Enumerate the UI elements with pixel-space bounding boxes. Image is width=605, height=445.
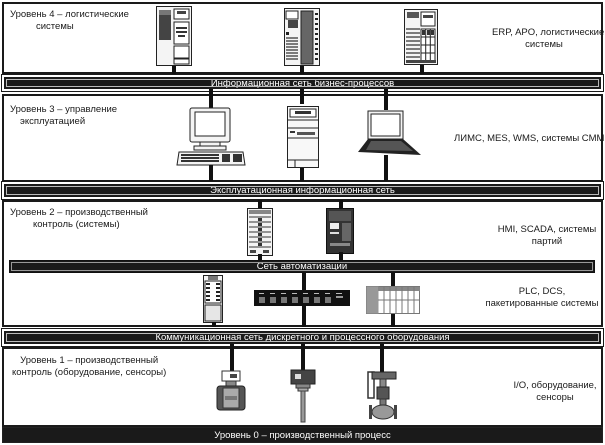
business-network-bus: Информационная сеть бизнес-процессов bbox=[4, 77, 601, 89]
level3-label-line2: эксплуатацией bbox=[20, 116, 86, 127]
hmi-panel-icon bbox=[247, 208, 273, 256]
connector-line bbox=[384, 94, 388, 110]
level4-label-line2: системы bbox=[36, 21, 74, 32]
level3-systems-text: ЛИМС, MES, WMS, системы СММ bbox=[454, 133, 605, 144]
connector-line bbox=[230, 344, 234, 371]
field-network-label: Коммуникационная сеть дискретного и проц… bbox=[155, 332, 450, 343]
level2-systems-line2: партий bbox=[531, 236, 563, 247]
connector-line bbox=[300, 94, 304, 104]
automation-network-bus: Сеть автоматизации bbox=[9, 260, 595, 273]
level3-label-line1: Уровень 3 – управление bbox=[10, 104, 118, 115]
level2-systems-line1: HMI, SCADA, системы bbox=[497, 224, 597, 235]
level1-systems-line1: I/O, оборудование, bbox=[513, 380, 597, 391]
pc-tower-icon bbox=[287, 106, 319, 168]
connector-line bbox=[384, 155, 388, 182]
connector-line bbox=[301, 344, 305, 370]
level1-label-line2: контроль (оборудование, сенсоры) bbox=[12, 367, 167, 378]
scada-controller-icon bbox=[326, 208, 354, 254]
connector-line bbox=[209, 165, 213, 182]
level3-systems: ЛИМС, MES, WMS, системы СММ bbox=[454, 133, 605, 145]
level1-label-line1: Уровень 1 – производственный bbox=[20, 355, 159, 366]
automation-network-label: Сеть автоматизации bbox=[256, 261, 348, 272]
controllers-systems-line2: пакетированные системы bbox=[485, 298, 599, 309]
level1-label: Уровень 1 – производственный контроль (о… bbox=[12, 355, 166, 379]
level4-systems-line1: ERP, APO, логистические bbox=[492, 27, 605, 38]
flow-meter-icon bbox=[216, 370, 246, 412]
field-network-bus: Коммуникационная сеть дискретного и проц… bbox=[4, 331, 601, 344]
desktop-computer-icon bbox=[176, 107, 246, 167]
operations-network-label: Эксплуатационная информационная сеть bbox=[210, 185, 395, 196]
level4-systems-line2: системы bbox=[525, 39, 563, 50]
server-tower-icon bbox=[404, 9, 438, 65]
level2-label-line1: Уровень 2 – производственный bbox=[10, 207, 148, 218]
plc-module-icon bbox=[203, 275, 223, 323]
level4-systems: ERP, APO, логистические системы bbox=[492, 27, 605, 51]
level4-label: Уровень 4 – логистические системы bbox=[10, 9, 129, 33]
connector-line bbox=[212, 322, 216, 327]
connector-line bbox=[420, 65, 424, 76]
connector-line bbox=[258, 254, 262, 260]
server-rack-icon bbox=[284, 8, 320, 66]
connector-line bbox=[339, 252, 343, 260]
level2-label-line2: контроль (системы) bbox=[33, 219, 120, 230]
level1-systems: I/O, оборудование, сенсоры bbox=[508, 380, 602, 404]
level0-bar: Уровень 0 – производственный процесс bbox=[2, 427, 603, 443]
connector-line bbox=[172, 66, 176, 76]
controllers-systems-line1: PLC, DCS, bbox=[518, 286, 566, 297]
server-cabinet-icon bbox=[156, 6, 192, 66]
io-rack-icon bbox=[366, 286, 420, 314]
business-network-label: Информационная сеть бизнес-процессов bbox=[210, 78, 395, 89]
connector-line bbox=[300, 168, 304, 182]
operations-network-bus: Эксплуатационная информационная сеть bbox=[4, 184, 601, 197]
connector-line bbox=[339, 200, 343, 210]
level-transmitter-icon bbox=[290, 369, 316, 423]
laptop-icon bbox=[358, 110, 422, 156]
connector-line bbox=[300, 66, 304, 76]
level2-systems: HMI, SCADA, системы партий bbox=[492, 224, 602, 248]
level4-label-line1: Уровень 4 – логистические bbox=[10, 9, 129, 20]
level1-systems-line2: сенсоры bbox=[536, 392, 574, 403]
connector-line bbox=[380, 344, 384, 373]
connector-line bbox=[209, 94, 213, 108]
connector-line bbox=[258, 200, 262, 210]
level2-controllers-systems: PLC, DCS, пакетированные системы bbox=[482, 286, 602, 310]
level0-label: Уровень 0 – производственный процесс bbox=[214, 430, 391, 441]
dcs-switch-icon bbox=[254, 290, 350, 306]
level2-label: Уровень 2 – производственный контроль (с… bbox=[10, 207, 148, 231]
control-valve-icon bbox=[366, 371, 398, 423]
level3-label: Уровень 3 – управление эксплуатацией bbox=[10, 104, 117, 128]
